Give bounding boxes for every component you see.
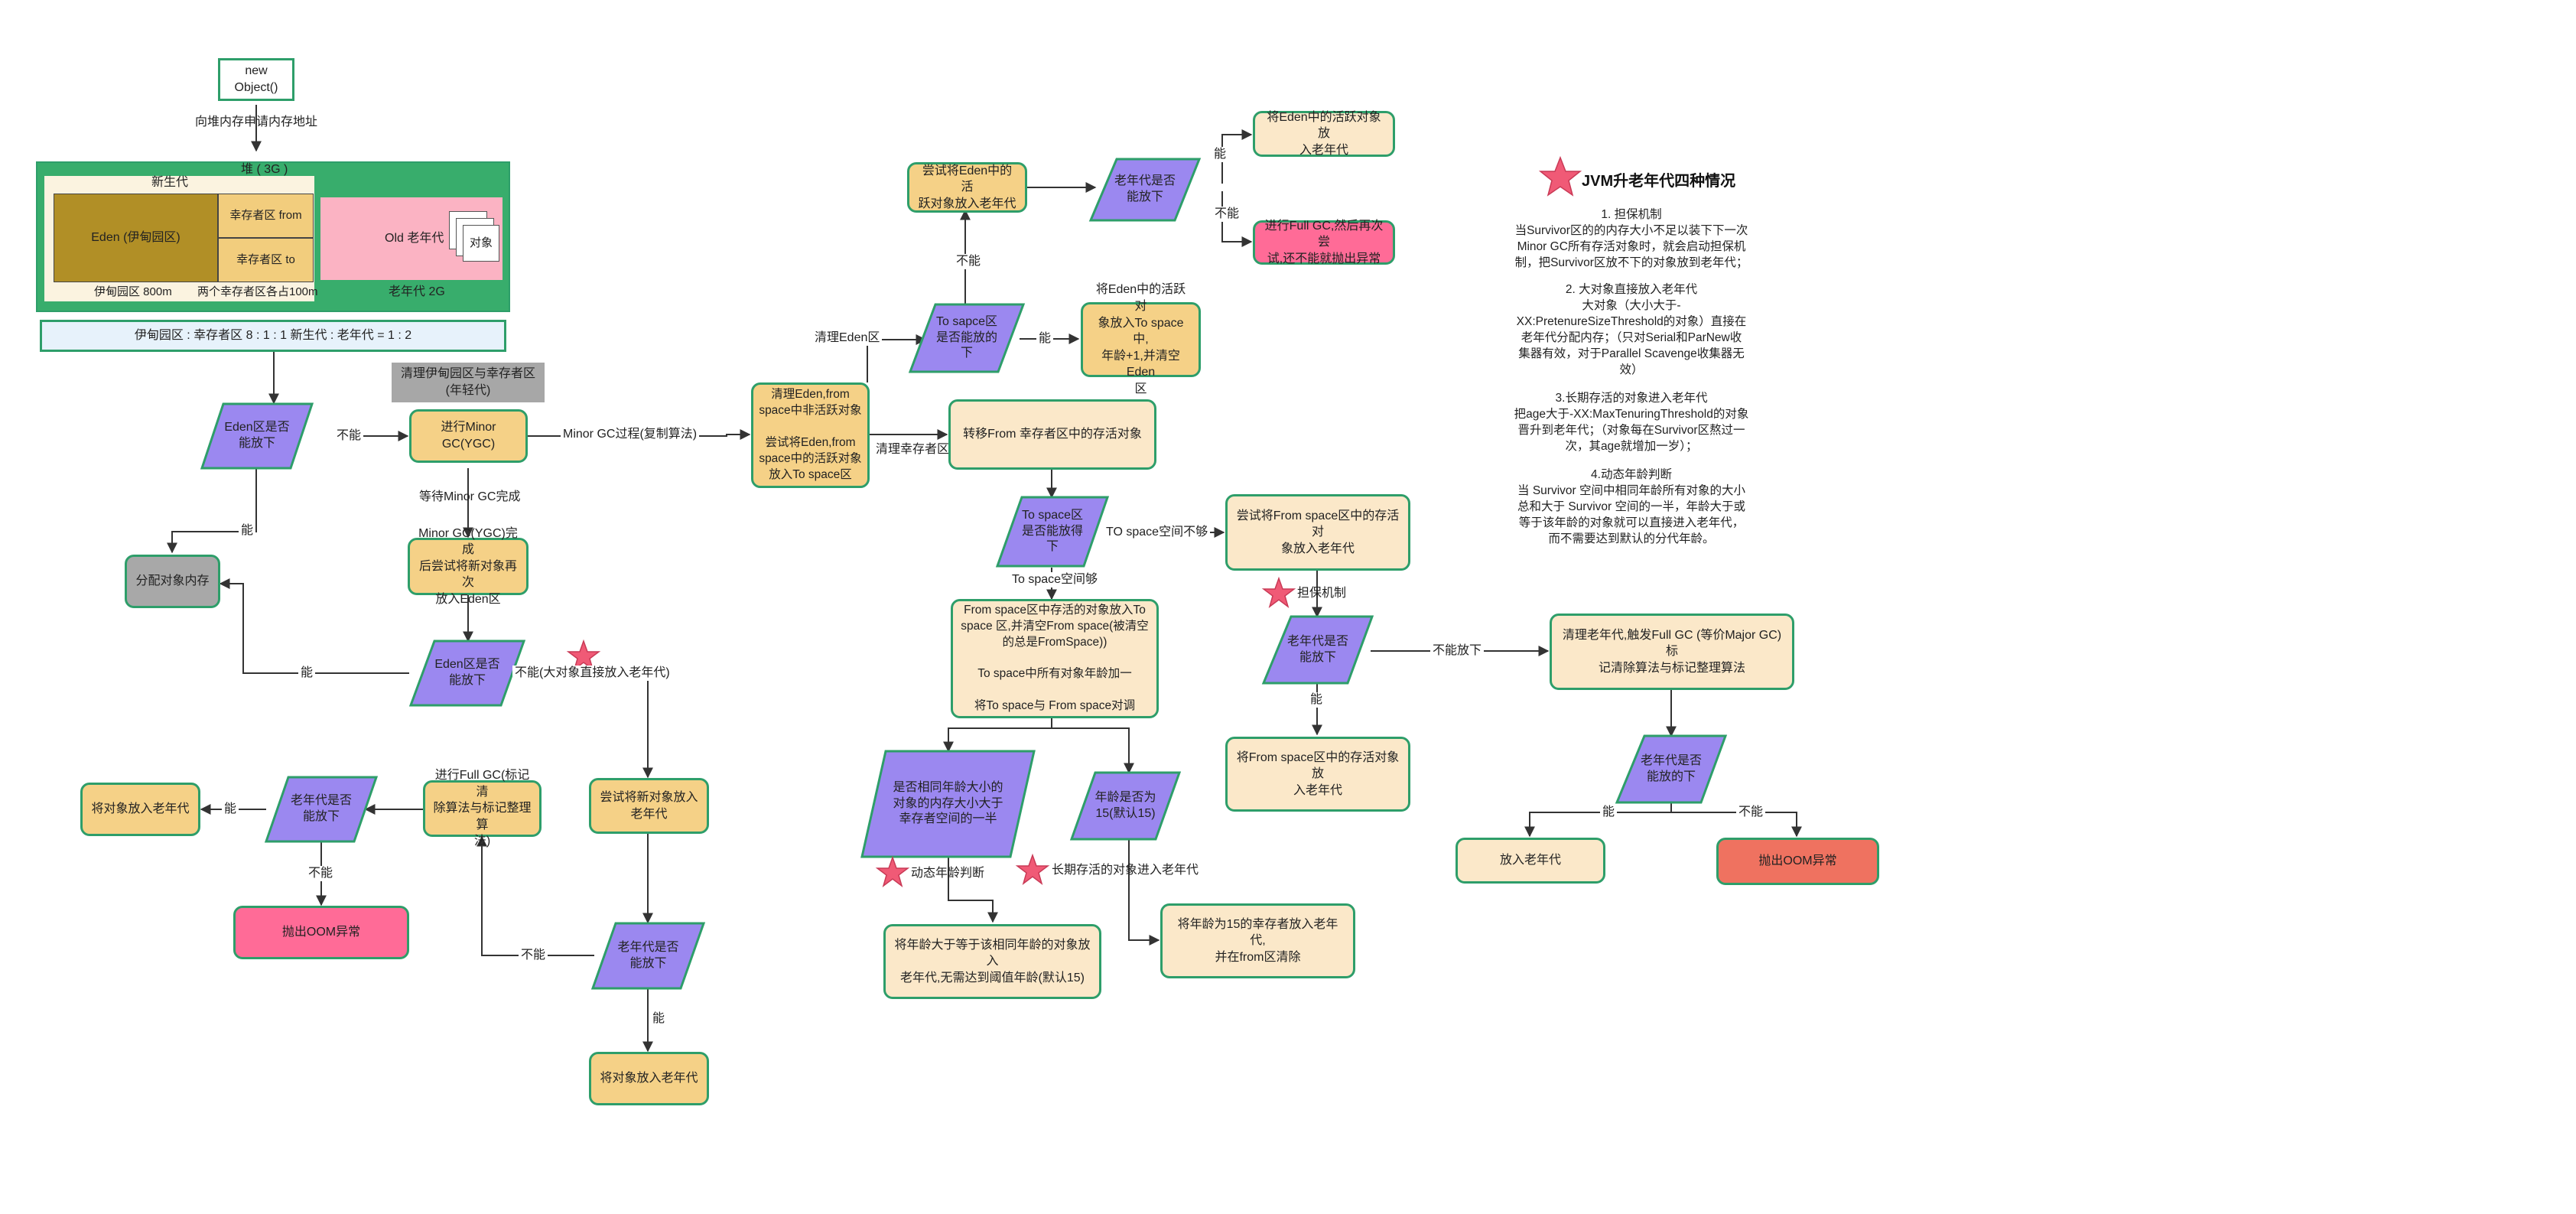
old-fits-text-3: 老年代是否 能放下 xyxy=(1114,174,1176,203)
star-icon xyxy=(1015,853,1050,885)
old-fits-decision-2 xyxy=(264,776,379,843)
cannot-label-1: 不能 xyxy=(954,254,984,269)
object-block: 对象 xyxy=(463,225,499,262)
age15-old-box: 将年龄为15的幸存者放入老年代, 并在from区清除 xyxy=(1160,903,1355,978)
to-space-fits-decision-2 xyxy=(995,496,1110,568)
move-from-box: 转移From 幸存者区中的存活对象 xyxy=(948,399,1156,470)
full-gc-box: 进行Full GC(标记清 除算法与标记整理算 法) xyxy=(423,769,542,848)
minor-process-label: Minor GC过程(复制算法) xyxy=(561,427,700,442)
eden-fits-decision xyxy=(200,402,314,470)
survivor-size-label: 两个幸存者区各占100m xyxy=(197,285,318,298)
eden-fits-text-2: Eden区是否 能放下 xyxy=(434,658,500,687)
can-label-1: 能 xyxy=(1036,331,1054,347)
star-icon xyxy=(1261,576,1296,608)
guarantee-label: 担保机制 xyxy=(1297,587,1347,600)
old-fits-text-5: 老年代是否 能放的下 xyxy=(1640,753,1702,783)
minor-done-box: Minor GC(YGC)完成 后尝试将新对象再次 放入Eden区 xyxy=(408,527,529,606)
can-label-3: 能 xyxy=(1308,692,1325,708)
same-age-decision xyxy=(860,750,1036,858)
survivor-to-block: 幸存者区 to xyxy=(218,238,314,282)
to-space-fits-text: To sapce区 是否能放的 下 xyxy=(935,314,998,360)
dynamic-age-label: 动态年龄判断 xyxy=(911,867,985,880)
put-old-box-3: 放入老年代 xyxy=(1456,838,1605,884)
to-space-fits-text-2: To space区 是否能放得 下 xyxy=(1021,508,1084,554)
eden-block: Eden (伊甸园区) xyxy=(54,194,218,282)
annotation-title: JVM升老年代四种情况 xyxy=(1582,173,1736,190)
minor-gc-box: 进行Minor GC(YGC) xyxy=(409,409,528,463)
heap-title: 堆 ( 3G ) xyxy=(241,163,288,176)
try-eden-old-box: 尝试将Eden中的活 跃对象放入老年代 xyxy=(907,162,1027,213)
old-fits-decision-5 xyxy=(1615,734,1728,804)
put-old-box: 将对象放入老年代 xyxy=(589,1052,709,1105)
young-gen-label: 新生代 xyxy=(151,176,189,189)
old-fits-decision-3 xyxy=(1088,158,1202,222)
survivor-from-block: 幸存者区 from xyxy=(218,194,314,238)
old-gen-box-label: Old 老年代 xyxy=(385,232,444,245)
long-lived-label: 长期存活的对象进入老年代 xyxy=(1052,864,1199,877)
try-old-box: 尝试将新对象放入 老年代 xyxy=(589,778,709,834)
clean-young-note: 清理伊甸园区与幸存者区 (年轻代) xyxy=(392,363,545,402)
request-memory-label: 向堆内存申请内存地址 xyxy=(195,116,318,129)
no-label-1: 不能 xyxy=(334,428,364,444)
age15-text: 年龄是否为 15(默认15) xyxy=(1094,790,1156,820)
clean-eden-label: 清理Eden区 xyxy=(812,330,883,346)
annotation-point-4: 4.动态年龄判断 当 Survivor 空间中相同年龄所有对象的大小 总和大于 … xyxy=(1517,468,1745,545)
eden-fits-text: Eden区是否 能放下 xyxy=(224,421,290,450)
can-label-2: 能 xyxy=(1212,147,1229,162)
to-enough-label: To space空间够 xyxy=(1010,572,1101,587)
old-fits-text-2: 老年代是否 能放下 xyxy=(290,794,352,823)
age-ge-box: 将年龄大于等于该相同年龄的对象放入 老年代,无需达到阈值年龄(默认15) xyxy=(883,924,1101,999)
star-icon xyxy=(566,639,601,671)
put-old-box-2: 将对象放入老年代 xyxy=(80,783,200,836)
to-not-enough-label: TO space空间不够 xyxy=(1104,525,1211,540)
clean-survivor-label: 清理幸存者区 xyxy=(873,442,952,457)
no-label-4: 不能 xyxy=(306,866,336,881)
clean-eden-from-box: 清理Eden,from space中非活跃对象 尝试将Eden,from spa… xyxy=(751,382,870,488)
eden-to-old-box: 将Eden中的活跃对象放 入老年代 xyxy=(1253,111,1395,157)
ratio-box: 伊甸园区 : 幸存者区 8 : 1 : 1 新生代 : 老年代 = 1 : 2 xyxy=(40,320,506,352)
same-age-text: 是否相同年龄大小的 对象的内存大小大于 幸存者空间的一半 xyxy=(893,780,1003,826)
old-fits-decision xyxy=(590,922,706,990)
cannot-label-4: 不能 xyxy=(1736,805,1766,820)
new-object-box: new Object() xyxy=(218,58,294,101)
age15-decision xyxy=(1069,771,1182,841)
eden-fits-decision-2 xyxy=(408,640,526,707)
no-big-object-label: 不能(大对象直接放入老年代) xyxy=(512,666,672,681)
yes-label-4: 能 xyxy=(222,802,239,817)
oom-box: 抛出OOM异常 xyxy=(233,906,409,959)
can-label-4: 能 xyxy=(1600,805,1618,820)
star-icon xyxy=(875,855,910,887)
annotation-point-1: 1. 担保机制 当Survivor区的的内存大小不足以装下下一次 Minor G… xyxy=(1514,208,1748,269)
full-gc-retry-box: 进行Full GC,然后再次尝 试,还不能就抛出异常 xyxy=(1253,220,1395,265)
star-icon xyxy=(1538,155,1582,197)
annotation-point-3: 3.长期存活的对象进入老年代 把age大于-XX:MaxTenuringThre… xyxy=(1514,392,1749,453)
old-fits-decision-4 xyxy=(1261,615,1374,685)
to-space-fits-decision xyxy=(908,303,1026,373)
wait-minor-label: 等待Minor GC完成 xyxy=(419,490,521,503)
old-size-label: 老年代 2G xyxy=(389,285,445,298)
oom-box-2: 抛出OOM异常 xyxy=(1716,838,1879,885)
eden-to-space-box: 将Eden中的活跃对 象放入To space中, 年龄+1,并清空Eden 区 xyxy=(1081,283,1201,395)
from-to-to-box: From space区中存活的对象放入To space 区,并清空From sp… xyxy=(951,599,1159,718)
old-fits-text-4: 老年代是否 能放下 xyxy=(1286,634,1348,664)
cannot-label-3: 不能放下 xyxy=(1430,643,1485,659)
from-to-old-box: 将From space区中的存活对象放 入老年代 xyxy=(1225,737,1410,812)
clean-old-box: 清理老年代,触发Full GC (等价Major GC) 标 记清除算法与标记整… xyxy=(1550,614,1794,690)
allocate-memory-box: 分配对象内存 xyxy=(125,555,220,608)
try-from-old-box: 尝试将From space区中的存活对 象放入老年代 xyxy=(1225,494,1410,571)
no-label-3: 不能 xyxy=(519,948,548,963)
yes-label-2: 能 xyxy=(298,666,316,681)
yes-label-1: 能 xyxy=(239,523,256,539)
yes-label-3: 能 xyxy=(650,1011,668,1027)
old-fits-text: 老年代是否 能放下 xyxy=(617,940,679,970)
annotation-point-2: 2. 大对象直接放入老年代 大对象（大小大于- XX:PretenureSize… xyxy=(1516,283,1747,376)
cannot-label-2: 不能 xyxy=(1212,207,1242,222)
eden-size-label: 伊甸园区 800m xyxy=(94,285,172,298)
